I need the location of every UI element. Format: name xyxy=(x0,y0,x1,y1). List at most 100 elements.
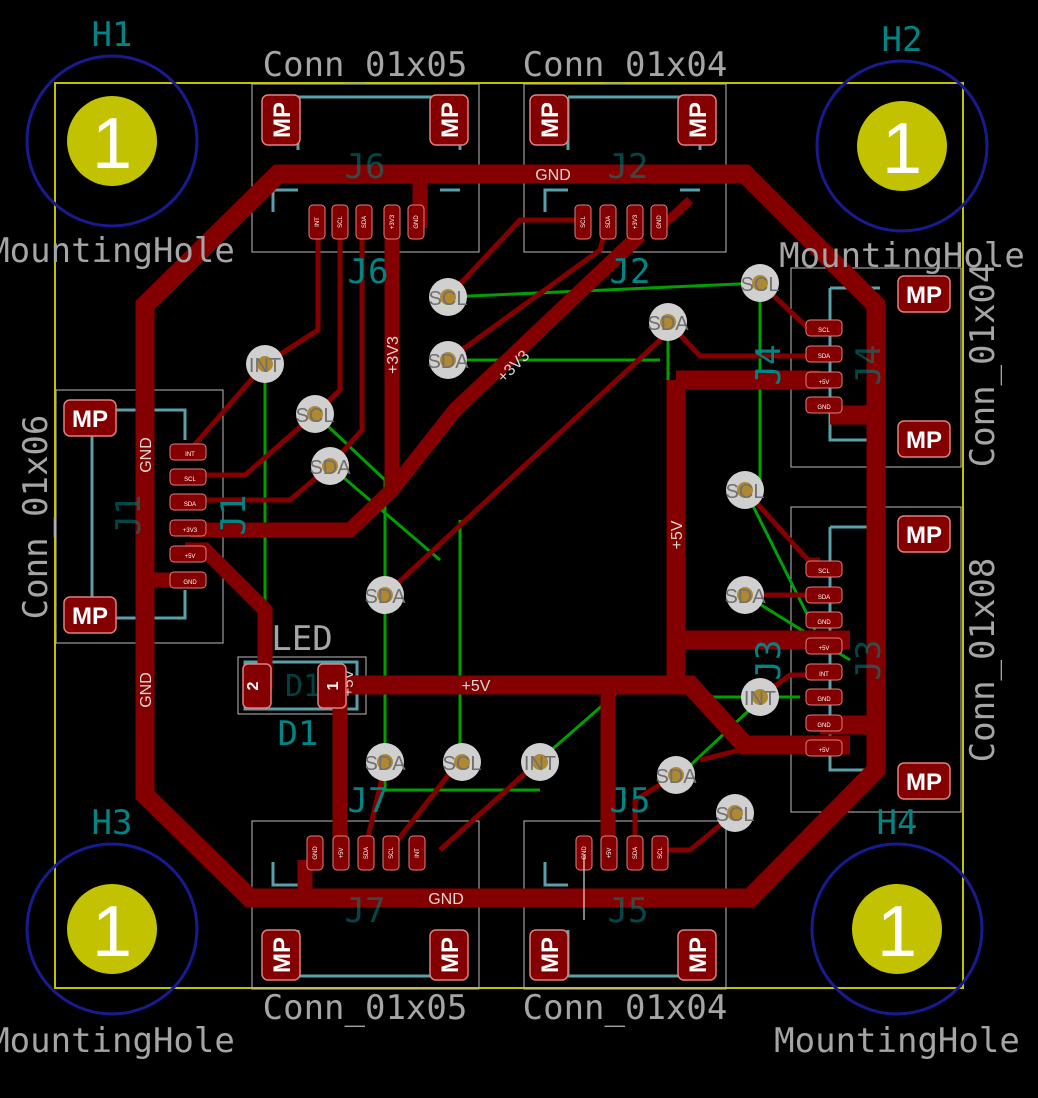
copper-traces xyxy=(135,164,886,908)
gnd-ring xyxy=(135,164,886,908)
via-sda-6: SDA xyxy=(364,743,406,781)
led-pad-number: 2 xyxy=(245,681,262,690)
via-scl-3: SCL xyxy=(741,264,780,302)
via-label: SCL xyxy=(296,405,335,427)
via-label: SCL xyxy=(429,288,468,310)
connector-ref-fab: J2 xyxy=(608,147,649,187)
pin-pad: +3V3 xyxy=(383,204,401,240)
connector-value: Conn_01x04 xyxy=(963,263,1003,468)
connector-value: Conn_01x08 xyxy=(963,558,1003,763)
pin-pad: GND xyxy=(805,611,843,629)
mounting-pad-label: MP xyxy=(906,522,942,549)
pin-label: +5V xyxy=(185,554,196,560)
mounting-pad: MP xyxy=(63,399,117,437)
via-label: SDA xyxy=(427,351,469,373)
mounting-pad: MP xyxy=(677,94,717,146)
pin-label: SCL xyxy=(581,216,587,228)
mounting-pad-label: MP xyxy=(269,102,296,138)
pin-pad: SCL xyxy=(382,835,400,871)
mounting-hole-value: MountingHole xyxy=(0,1021,235,1061)
pin-pad: GND xyxy=(805,688,843,706)
via-scl-1: SCL xyxy=(429,278,468,316)
mounting-pad-label: MP xyxy=(72,603,108,630)
via-label: SDA xyxy=(724,586,766,608)
mounting-hole-ref: H4 xyxy=(877,803,918,843)
via-label: INT xyxy=(249,355,281,377)
pin-label: GND xyxy=(817,697,831,703)
mounting-pad: MP xyxy=(529,94,569,146)
via-label: SCL xyxy=(716,804,755,826)
pin-label: +5V xyxy=(819,748,830,754)
pin-label: SDA xyxy=(184,502,196,508)
pin-label: +3V3 xyxy=(183,528,198,534)
led-ref-fab: D1 xyxy=(285,669,321,704)
connector-j4: J4 J4 Conn_01x04 MP MP SCL SDA +5V GND xyxy=(749,263,1003,468)
net-label-gnd-bottom: GND xyxy=(428,891,464,908)
pin-label: SCL xyxy=(389,847,395,859)
pin-pad: SCL xyxy=(169,468,207,486)
pin-pad: +5V xyxy=(805,371,843,389)
mounting-hole-h1: 1 H1 MountingHole xyxy=(0,15,235,271)
net-label-3v3-vertical: +3V3 xyxy=(385,336,402,374)
mounting-pad: MP xyxy=(897,420,951,458)
pin-label: +5V xyxy=(819,380,830,386)
pin-pad: SCL xyxy=(331,204,349,240)
connector-ref-fab: J1 xyxy=(109,495,149,536)
connector-ref: J1 xyxy=(214,495,254,536)
pin-pad: INT xyxy=(408,835,426,871)
mounting-pad-label: MP xyxy=(906,427,942,454)
connector-ref-fab: J3 xyxy=(849,640,889,681)
pin-pad: INT xyxy=(169,443,207,461)
connector-value: Conn_01x06 xyxy=(16,415,56,620)
net-label-gnd-left-2: GND xyxy=(138,672,155,708)
mounting-hole-h4: 1 H4 MountingHole xyxy=(774,803,1020,1061)
pin-label: +5V xyxy=(607,848,613,859)
connector-ref: J4 xyxy=(749,345,789,386)
via-sda-5: SDA xyxy=(364,576,406,614)
net-label-gnd-top: GND xyxy=(535,167,571,184)
pin-label: INT xyxy=(185,452,195,458)
mounting-pad: MP xyxy=(529,929,569,981)
pin-label: GND xyxy=(582,846,588,860)
pin-label: GND xyxy=(817,723,831,729)
pin-pad: +3V3 xyxy=(626,204,644,240)
pin-label: INT xyxy=(415,848,421,858)
connector-j3: J3 J3 Conn_01x08 MP MP SCL SDA GND +5V I… xyxy=(749,515,1003,800)
mounting-pad-label: MP xyxy=(437,102,464,138)
pin-label: SCL xyxy=(338,216,344,228)
mounting-hole-ref: H3 xyxy=(92,803,133,843)
pin-label: SCL xyxy=(818,328,830,334)
mounting-hole-value: MountingHole xyxy=(774,1021,1020,1061)
board-edge xyxy=(54,82,964,989)
pin-pad: SDA xyxy=(626,835,644,871)
pin-pad: SDA xyxy=(169,493,207,511)
pin-pad: +5V xyxy=(332,835,350,871)
pin-pad: INT xyxy=(805,663,843,681)
mounting-pad-label: MP xyxy=(685,937,712,973)
via-label: SCL xyxy=(726,481,765,503)
connector-value: Conn_01x04 xyxy=(523,988,728,1028)
pin-label: SCL xyxy=(658,847,664,859)
pin-pad: GND xyxy=(407,204,425,240)
pin-pad: GND xyxy=(650,204,668,240)
mounting-hole-pad-number: 1 xyxy=(92,892,132,972)
pin-label: SDA xyxy=(362,216,368,228)
via-label: SDA xyxy=(309,457,351,479)
pin-pad: INT xyxy=(308,204,326,240)
via-label: SCL xyxy=(741,274,780,296)
mounting-hole-value: MountingHole xyxy=(0,231,235,271)
pin-label: GND xyxy=(817,620,831,626)
net-label-5v-right: +5V xyxy=(669,520,686,549)
pin-pad: GND xyxy=(169,571,207,589)
mounting-pad-label: MP xyxy=(269,937,296,973)
mounting-pad: MP xyxy=(897,762,951,800)
mounting-hole-pad-number: 1 xyxy=(92,104,132,184)
connector-ref: J5 xyxy=(610,781,651,821)
led-pad-number: 1 xyxy=(325,681,342,690)
pin-label: SDA xyxy=(818,595,830,601)
pin-pad: +5V xyxy=(805,739,843,757)
via-int-1: INT xyxy=(246,345,284,383)
mounting-pad: MP xyxy=(429,94,469,146)
mounting-pad-label: MP xyxy=(537,102,564,138)
